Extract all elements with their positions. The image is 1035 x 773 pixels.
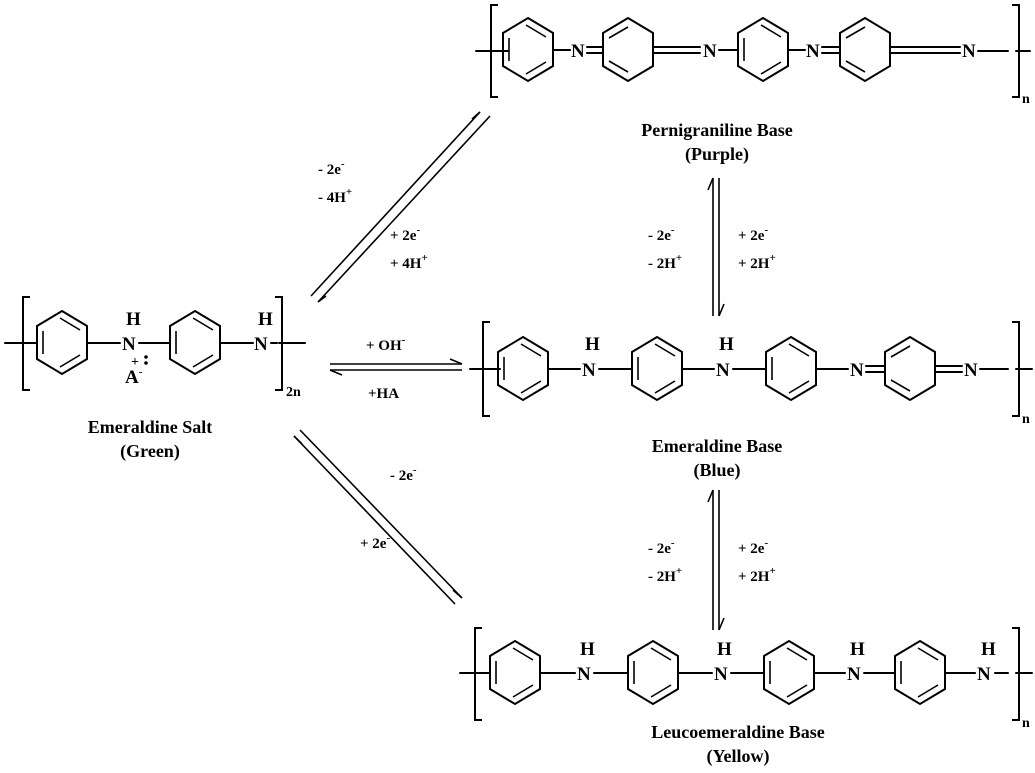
arrow-salt-base xyxy=(329,358,463,376)
condition-pern-to-base-protons: + 2H+ xyxy=(738,252,776,272)
emeraldine-base-n3: N xyxy=(850,360,864,381)
emeraldine-salt-n2: N xyxy=(254,334,268,355)
leucoemeraldine-n4: N xyxy=(977,664,991,685)
emeraldine-salt-name: Emeraldine Salt xyxy=(88,417,213,437)
leucoemeraldine-structure: n H N H N H N H N xyxy=(459,627,1033,731)
emeraldine-base-name: Emeraldine Base xyxy=(652,436,783,456)
emeraldine-salt-structure: 2n H N + A- H N xyxy=(4,296,306,400)
condition-pern-to-salt-protons: + 4H+ xyxy=(390,252,428,272)
emeraldine-salt-h1: H xyxy=(126,309,141,330)
leucoemeraldine-h3: H xyxy=(850,639,865,660)
pernigraniline-color: (Purple) xyxy=(685,144,749,165)
condition-leuco-to-salt: - 2e- xyxy=(390,464,417,484)
condition-base-to-pern-protons: - 2H+ xyxy=(648,252,682,272)
condition-base-to-leuco-electrons: + 2e- xyxy=(738,537,768,557)
emeraldine-base-h2: H xyxy=(719,334,734,355)
leucoemeraldine-color: (Yellow) xyxy=(707,746,770,767)
condition-salt-to-base: + OH- xyxy=(366,334,406,354)
leucoemeraldine-n1: N xyxy=(577,664,591,685)
leucoemeraldine-name: Leucoemeraldine Base xyxy=(651,722,824,742)
pernigraniline-structure: n N N N N xyxy=(475,4,1031,107)
emeraldine-base-n1: N xyxy=(582,360,596,381)
pernigraniline-n2: N xyxy=(703,41,717,62)
emeraldine-salt-n-charge: + xyxy=(131,355,139,370)
arrow-base-leucoemeraldine xyxy=(707,489,725,631)
emeraldine-base-n2: N xyxy=(716,360,730,381)
arrow-base-pernigraniline xyxy=(707,177,725,317)
emeraldine-base-subscript: n xyxy=(1022,412,1030,427)
condition-base-to-leuco-protons: + 2H+ xyxy=(738,565,776,585)
emeraldine-salt-counterion: A- xyxy=(125,366,143,388)
condition-pern-to-base-electrons: + 2e- xyxy=(738,224,768,244)
arrow-salt-leucoemeraldine xyxy=(293,429,463,605)
leucoemeraldine-h1: H xyxy=(580,639,595,660)
condition-base-to-pern-electrons: - 2e- xyxy=(648,224,675,244)
emeraldine-salt-n1: N xyxy=(122,334,136,355)
leucoemeraldine-h2: H xyxy=(717,639,732,660)
condition-salt-to-pern-electrons: - 2e- xyxy=(318,158,345,178)
pernigraniline-n1: N xyxy=(571,41,585,62)
condition-base-to-salt: +HA xyxy=(368,386,399,402)
condition-pern-to-salt-electrons: + 2e- xyxy=(390,224,420,244)
leucoemeraldine-h4: H xyxy=(981,639,996,660)
emeraldine-base-h1: H xyxy=(585,334,600,355)
emeraldine-base-n4: N xyxy=(964,360,978,381)
condition-salt-to-leuco: + 2e- xyxy=(360,532,390,552)
emeraldine-salt-h2: H xyxy=(258,309,273,330)
arrow-salt-pernigraniline xyxy=(310,111,491,303)
leucoemeraldine-subscript: n xyxy=(1022,716,1030,731)
leucoemeraldine-n3: N xyxy=(847,664,861,685)
emeraldine-base-structure: n H N H N N N xyxy=(469,321,1033,427)
pernigraniline-subscript: n xyxy=(1022,92,1030,107)
pernigraniline-n3: N xyxy=(806,41,820,62)
pernigraniline-name: Pernigraniline Base xyxy=(641,120,793,140)
condition-salt-to-pern-protons: - 4H+ xyxy=(318,186,352,206)
leucoemeraldine-n2: N xyxy=(714,664,728,685)
condition-leuco-to-base-electrons: - 2e- xyxy=(648,537,675,557)
emeraldine-salt-color: (Green) xyxy=(120,441,180,462)
emeraldine-salt-subscript: 2n xyxy=(286,385,301,400)
pernigraniline-n4: N xyxy=(962,41,976,62)
emeraldine-base-color: (Blue) xyxy=(694,460,741,481)
condition-leuco-to-base-protons: - 2H+ xyxy=(648,565,682,585)
